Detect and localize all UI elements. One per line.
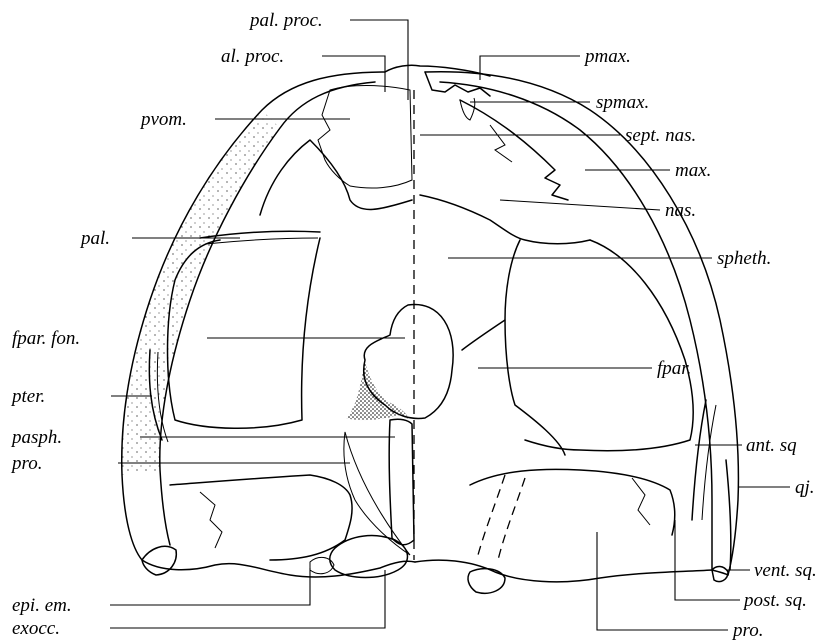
- label-pmax: pmax.: [583, 46, 631, 67]
- fpar-dark: [346, 360, 410, 420]
- label-pvom: pvom.: [139, 109, 187, 130]
- label-spmax: spmax.: [596, 92, 649, 113]
- label-sept-nas: sept. nas.: [625, 125, 696, 146]
- label-fpar-fon: fpar. fon.: [12, 328, 80, 349]
- left-otic-suture: [200, 492, 222, 548]
- anterior-squamosal: [692, 400, 706, 520]
- left-quadrate: [142, 546, 176, 575]
- pvom-element: [318, 86, 412, 189]
- right-fenestra: [525, 240, 693, 451]
- right-otic-dashed-a: [478, 475, 505, 555]
- right-otic-region: [470, 469, 675, 535]
- label-pal-proc: pal. proc.: [248, 10, 323, 31]
- snout-top: [385, 65, 490, 76]
- left-orbit-upper: [260, 140, 412, 215]
- label-max: max.: [675, 160, 711, 181]
- label-al-proc: al. proc.: [221, 46, 284, 67]
- label-pro-right: pro.: [731, 620, 763, 641]
- leader-pmax: [480, 56, 580, 80]
- quadratojugal: [726, 460, 731, 570]
- label-pter: pter.: [10, 386, 45, 407]
- right-otic-suture: [632, 478, 650, 525]
- label-post-sq: post. sq.: [742, 590, 807, 611]
- posterior-edge: [142, 560, 415, 577]
- parasphenoid: [389, 419, 414, 545]
- left-interior: [142, 86, 453, 578]
- leader-lines: [110, 20, 790, 630]
- sphenethmoid: [505, 240, 565, 455]
- label-pal: pal.: [79, 228, 110, 249]
- right-otic-dashed-b: [498, 478, 525, 560]
- frontoparietal-contour: [462, 320, 505, 350]
- label-nas: nas.: [665, 200, 696, 221]
- label-ant-sq: ant. sq: [746, 435, 797, 456]
- left-otic-region: [170, 475, 352, 560]
- label-pasph: pasph.: [10, 427, 62, 448]
- left-inner-arch: [160, 82, 375, 545]
- label-vent-sq: vent. sq.: [754, 560, 817, 581]
- label-qj: qj.: [795, 477, 815, 498]
- label-epi-em: epi. em.: [12, 595, 72, 616]
- maxilla-edge: [460, 100, 568, 200]
- left-cheek-stipple: [122, 110, 280, 475]
- right-interior: [420, 72, 731, 593]
- anterior-squamosal-2: [702, 405, 716, 520]
- epi-emin: [310, 557, 334, 573]
- posterior-edge-right: [415, 560, 728, 582]
- label-pro-left: pro.: [10, 453, 42, 474]
- leader-nas: [500, 200, 660, 210]
- label-spheth: spheth.: [717, 248, 771, 269]
- leader-pro-right: [597, 532, 728, 630]
- right-condyle: [468, 569, 505, 594]
- left-palatine-bar-lower: [205, 238, 318, 244]
- nasal: [420, 195, 590, 244]
- leader-exocc: [110, 570, 385, 628]
- prootic-wedge: [344, 432, 410, 555]
- label-exocc: exocc.: [12, 618, 60, 639]
- label-fpar: fpar.: [657, 358, 691, 379]
